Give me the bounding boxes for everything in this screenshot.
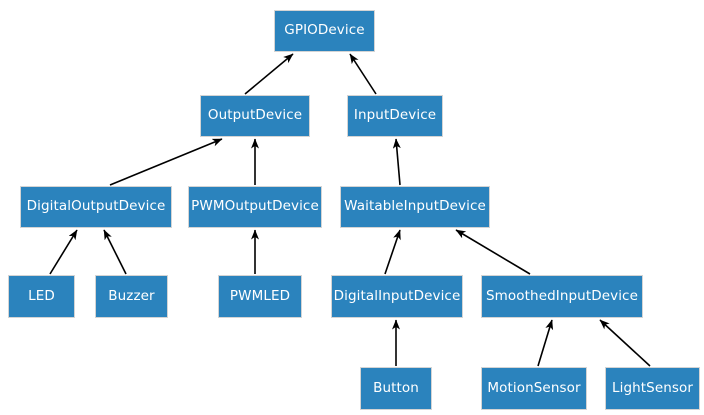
class-node-pwmled[interactable]: PWMLED — [218, 275, 302, 318]
class-node-waitableinputdevice[interactable]: WaitableInputDevice — [340, 186, 490, 228]
class-node-pwmoutputdevice[interactable]: PWMOutputDevice — [188, 186, 322, 228]
class-node-label: OutputDevice — [207, 107, 303, 124]
class-node-label: DigitalInputDevice — [333, 287, 461, 304]
class-node-label: SmoothedInputDevice — [486, 287, 638, 304]
class-node-label: Button — [373, 379, 419, 396]
class-node-button[interactable]: Button — [360, 367, 432, 410]
class-node-gpiodevice[interactable]: GPIODevice — [274, 10, 375, 52]
class-node-label: LED — [28, 287, 55, 304]
class-node-label: MotionSensor — [487, 379, 581, 396]
class-node-buzzer[interactable]: Buzzer — [95, 275, 168, 318]
class-node-label: GPIODevice — [284, 22, 365, 39]
class-node-label: LightSensor — [611, 379, 694, 396]
class-node-motionsensor[interactable]: MotionSensor — [481, 367, 587, 410]
class-node-label: DigitalOutputDevice — [26, 198, 166, 215]
class-node-label: Buzzer — [108, 287, 155, 304]
class-node-led[interactable]: LED — [8, 275, 75, 318]
class-node-label: WaitableInputDevice — [344, 198, 486, 215]
class-node-label: PWMLED — [229, 287, 291, 304]
class-node-smoothedinputdevice[interactable]: SmoothedInputDevice — [481, 275, 643, 318]
class-node-label: InputDevice — [353, 107, 437, 124]
class-node-label: PWMOutputDevice — [191, 198, 319, 215]
class-node-inputdevice[interactable]: InputDevice — [347, 95, 443, 137]
class-node-digitaloutputdevice[interactable]: DigitalOutputDevice — [20, 186, 172, 228]
class-node-outputdevice[interactable]: OutputDevice — [200, 95, 310, 137]
class-node-digitalinputdevice[interactable]: DigitalInputDevice — [331, 275, 463, 318]
class-node-lightsensor[interactable]: LightSensor — [605, 367, 700, 410]
